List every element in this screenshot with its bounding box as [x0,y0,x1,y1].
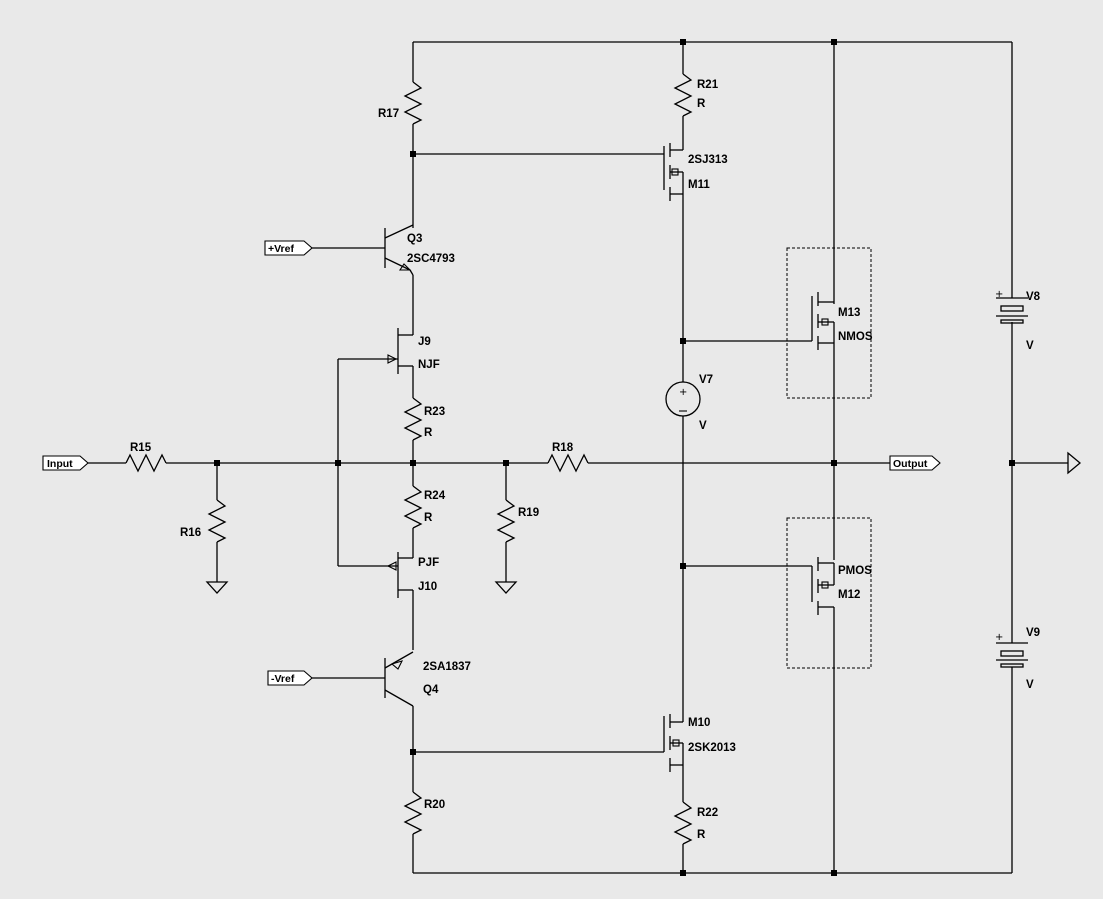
r17-name: R17 [378,108,399,120]
output-flag: Output [889,455,941,471]
v8-value: V [1026,340,1034,352]
junction-dots [214,39,1015,876]
r24-name: R24 [424,490,446,502]
m11-model: 2SJ313 [688,154,728,166]
v7-value: V [699,420,707,432]
svg-text:+: + [995,289,1003,300]
middle-column: + [663,42,812,873]
left-column [312,42,665,873]
input-network [88,453,890,594]
q3-name: Q3 [407,233,422,245]
r18-name: R18 [552,442,574,454]
v9-name: V9 [1026,627,1040,639]
vref-neg-flag: -Vref [267,670,313,686]
j10-name: J10 [418,581,437,593]
r15-name: R15 [130,442,152,454]
j9-name: J9 [418,336,431,348]
output-stage [786,42,872,873]
j10-model: PJF [418,557,439,569]
ground-symbol [1067,451,1082,475]
r24-value: R [424,512,433,524]
r22-name: R22 [697,807,718,819]
r23-value: R [424,427,433,439]
vref-pos-label: +Vref [268,243,294,255]
input-label: Input [47,458,73,470]
v8-name: V8 [1026,291,1041,303]
m11-name: M11 [688,179,710,191]
vref-pos-flag: +Vref [264,240,313,256]
v9-value: V [1026,679,1034,691]
m13-model: NMOS [838,331,873,343]
r21-name: R21 [697,79,719,91]
battery-v9: + [995,632,1028,668]
r22-value: R [697,829,706,841]
vref-neg-label: -Vref [271,673,295,685]
m10-name: M10 [688,717,710,729]
r19-name: R19 [518,507,539,519]
m12-name: M12 [838,589,860,601]
v7-name: V7 [699,374,713,386]
q4-name: Q4 [423,684,439,696]
svg-text:+: + [679,387,687,398]
m12-model: PMOS [838,565,872,577]
svg-text:+: + [995,632,1003,643]
output-label: Output [893,458,928,470]
r16-name: R16 [180,527,201,539]
q4-model: 2SA1837 [423,661,471,673]
r23-name: R23 [424,406,445,418]
r21-value: R [697,98,706,110]
q3-model: 2SC4793 [407,253,455,265]
battery-v8: + [995,289,1028,324]
input-flag: Input [42,455,89,471]
m13-name: M13 [838,307,860,319]
m10-model: 2SK2013 [688,742,736,754]
j9-model: NJF [418,359,440,371]
supply-rails [413,41,1068,874]
component-labels: R17 R21 R 2SJ313 M11 Q3 2SC4793 J9 NJF R… [130,79,1041,841]
r20-name: R20 [424,799,445,811]
